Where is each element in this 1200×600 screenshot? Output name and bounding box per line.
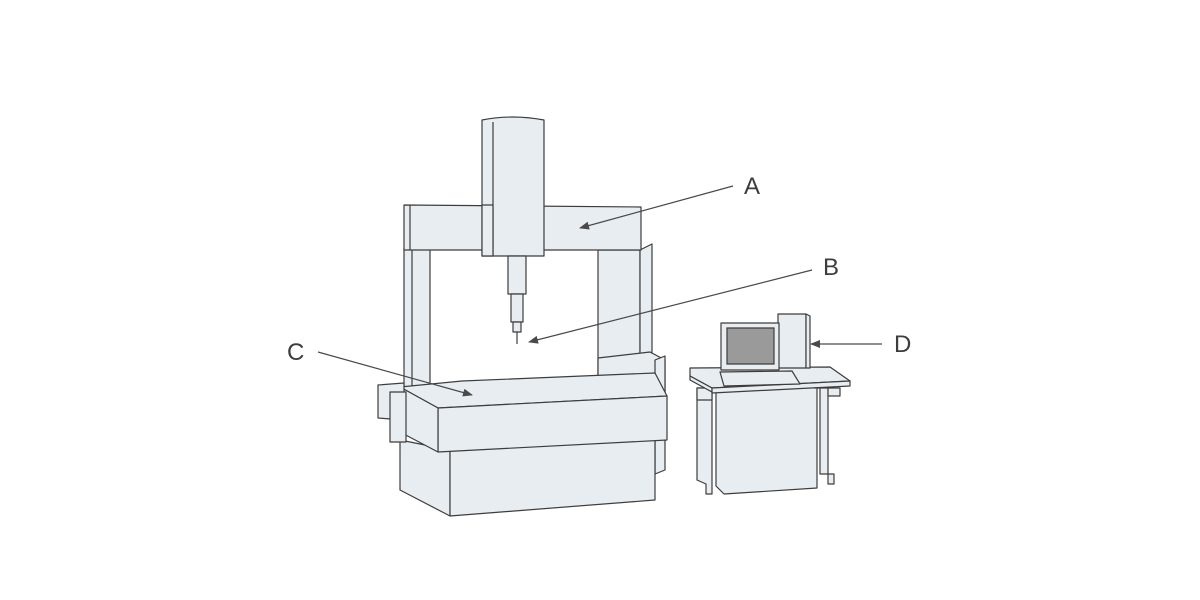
label-c: C xyxy=(287,339,304,366)
probe xyxy=(507,255,527,344)
table-clamp xyxy=(377,382,407,443)
callouts xyxy=(317,185,882,397)
desk-left-leg xyxy=(696,387,713,495)
monitor-screen xyxy=(726,327,775,365)
desk-right-leg xyxy=(813,387,835,485)
label-d: D xyxy=(894,331,911,358)
granite-table xyxy=(399,372,668,453)
leader-line-c xyxy=(317,351,473,397)
desk-cabinet xyxy=(715,380,818,495)
label-a: A xyxy=(744,173,760,200)
gantry-left-leg xyxy=(403,247,431,391)
leader-line-a xyxy=(579,185,734,230)
measuring-machine xyxy=(377,116,668,517)
machine-base xyxy=(399,434,656,517)
computer-tower xyxy=(777,313,807,369)
label-b: B xyxy=(823,254,839,281)
z-column xyxy=(481,116,545,257)
computer-workstation xyxy=(689,313,851,495)
leader-line-b xyxy=(528,269,813,344)
keyboard xyxy=(719,370,801,387)
